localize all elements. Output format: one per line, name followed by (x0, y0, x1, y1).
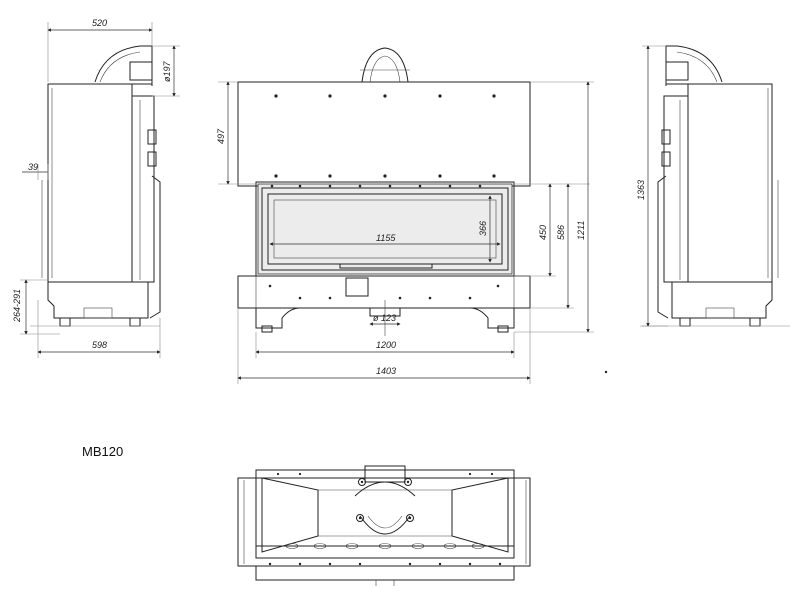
dim-total-width: 1403 (376, 366, 396, 376)
top-view (237, 465, 531, 586)
dim-glass-width: 1155 (376, 233, 396, 243)
dim-door-height: 450 (538, 225, 548, 240)
dim-front-top: 497 (216, 128, 226, 144)
dim-glass-height: 366 (478, 221, 488, 236)
left-side-view (30, 45, 161, 327)
dim-total-height-front: 1211 (576, 221, 586, 240)
model-label: MB120 (82, 444, 123, 459)
right-side-view (640, 45, 790, 327)
dim-side-offset: 39 (28, 162, 38, 172)
front-dimensions: 497 1155 366 450 586 1211 ø 123 1200 140… (216, 81, 594, 384)
dim-body-width: 1200 (376, 340, 396, 350)
dim-side-base: 598 (92, 340, 107, 350)
front-view (237, 47, 531, 336)
dim-leg-height: 264-291 (12, 289, 22, 323)
dim-total-height: 1363 (636, 180, 646, 200)
left-dimensions: 520 ø197 39 264-291 598 (12, 18, 180, 358)
dim-door-frame: 586 (556, 225, 566, 240)
dim-side-depth: 520 (92, 18, 107, 28)
right-dimensions: 1363 (604, 45, 668, 374)
dim-flue-diameter: ø197 (162, 60, 172, 82)
dim-air-inlet: ø 123 (373, 313, 396, 323)
